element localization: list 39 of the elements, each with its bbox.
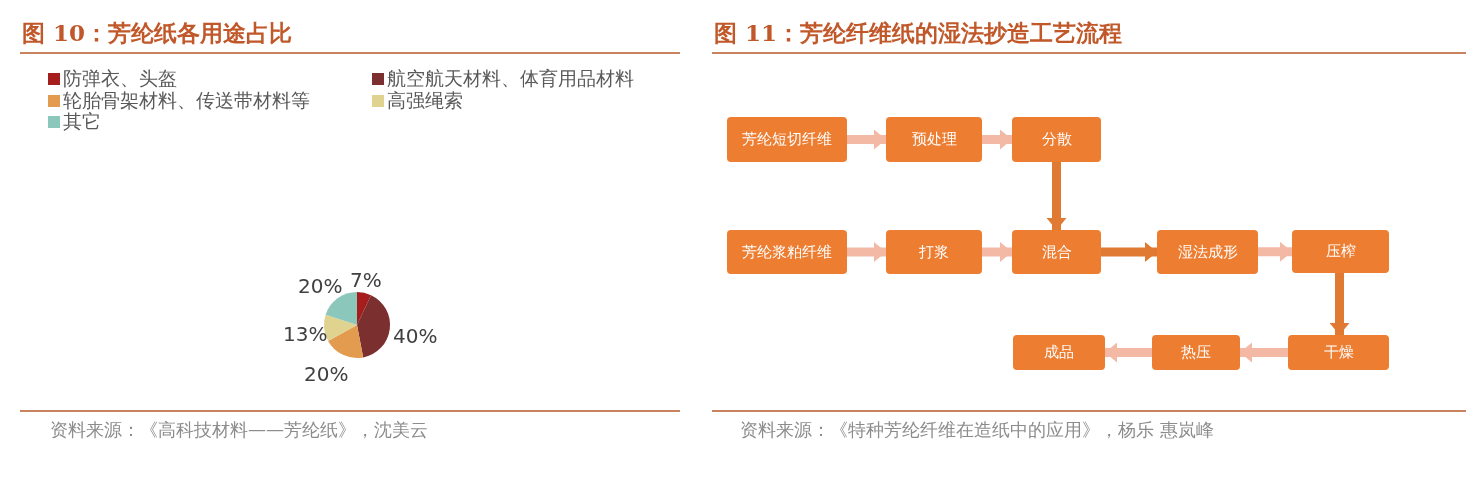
arrow: [1105, 342, 1152, 363]
process-box: 湿法成形: [1157, 230, 1258, 274]
arrow: [1240, 342, 1288, 363]
data-label: 13%: [283, 322, 328, 346]
data-label: 20%: [298, 274, 343, 298]
data-label: 40%: [393, 324, 438, 348]
legend-label: 航空航天材料、体育用品材料: [387, 66, 634, 91]
figure-title: 图 10：芳纶纸各用途占比: [22, 18, 292, 48]
arrow: [847, 242, 886, 262]
process-box: 预处理: [886, 117, 982, 162]
process-box: 混合: [1012, 230, 1101, 274]
arrow: [847, 129, 886, 150]
process-box: 成品: [1013, 335, 1105, 370]
source-note: 资料来源：《高科技材料——芳纶纸》，沈美云: [50, 418, 429, 442]
process-box: 压榨: [1292, 230, 1389, 273]
arrow: [1101, 242, 1157, 262]
data-label: 20%: [304, 362, 349, 386]
process-box: 分散: [1012, 117, 1101, 162]
process-box: 芳纶短切纤维: [727, 117, 847, 162]
data-label: 7%: [350, 268, 382, 292]
legend-label: 轮胎骨架材料、传送带材料等: [63, 88, 310, 112]
process-box: 芳纶浆粕纤维: [727, 230, 847, 274]
figure-title: 图 11：芳纶纤维纸的湿法抄造工艺流程: [714, 18, 1122, 48]
process-box: 打浆: [886, 230, 982, 274]
legend-label: 其它: [63, 110, 101, 134]
legend-label: 防弹衣、头盔: [63, 66, 177, 91]
arrow: [982, 242, 1012, 262]
pie-slice: [325, 292, 357, 325]
source-note: 资料来源：《特种芳纶纤维在造纸中的应用》，杨乐 惠岚峰: [740, 418, 1215, 442]
process-box: 热压: [1152, 335, 1240, 370]
pie-slice: [357, 295, 390, 358]
legend-label: 高强绳索: [387, 88, 463, 113]
pie-slice: [357, 292, 372, 325]
arrow: [1329, 273, 1350, 335]
process-box: 干燥: [1288, 335, 1389, 370]
arrow: [1258, 241, 1292, 262]
arrow: [982, 129, 1012, 150]
pie-slice: [328, 325, 364, 358]
arrow: [1046, 162, 1067, 230]
